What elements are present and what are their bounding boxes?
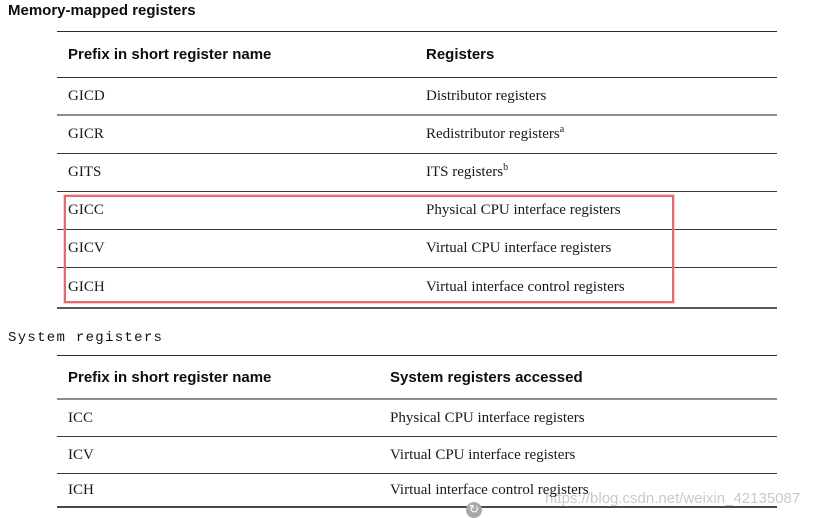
memory-mapped-table: Prefix in short register name Registers … — [57, 31, 777, 309]
table-row-gicc: GICC Physical CPU interface registers — [57, 192, 777, 230]
prefix-cell: GICD — [68, 87, 105, 104]
registers-text: Redistributor registers — [426, 126, 560, 142]
registers-cell: Virtual interface control registers — [390, 481, 589, 498]
table-row-gicv: GICV Virtual CPU interface registers — [57, 230, 777, 268]
prefix-cell: GICC — [68, 202, 104, 218]
column-header-registers: Registers — [426, 46, 495, 63]
table-row-gits: GITS ITS registersb — [57, 154, 777, 192]
registers-cell: Distributor registers — [426, 88, 777, 105]
csdn-logo-icon: ↻ — [466, 502, 482, 518]
prefix-cell: ICV — [68, 446, 94, 463]
system-registers-heading: System registers — [8, 330, 164, 346]
registers-text: Physical CPU interface registers — [426, 202, 621, 218]
system-registers-table: Prefix in short register name System reg… — [57, 355, 777, 508]
registers-cell: Physical CPU interface registers — [426, 202, 777, 219]
column-header-system-registers: System registers accessed — [390, 368, 583, 386]
column-header-prefix: Prefix in short register name — [68, 368, 272, 386]
registers-text: Virtual CPU interface registers — [426, 240, 612, 256]
table-row-icv: ICV Virtual CPU interface registers — [57, 437, 777, 474]
prefix-cell: ICH — [68, 481, 94, 498]
prefix-cell: ICC — [68, 409, 94, 426]
prefix-cell: GICR — [68, 126, 104, 142]
csdn-watermark-url: https://blog.csdn.net/weixin_42135087 — [545, 490, 801, 507]
footnote-marker: b — [503, 162, 509, 173]
table-row-ich: ICH Virtual interface control registers — [57, 474, 777, 508]
table-header-row: Prefix in short register name System reg… — [57, 356, 777, 400]
memory-mapped-heading: Memory-mapped registers — [8, 2, 196, 19]
registers-text: Distributor registers — [426, 87, 547, 104]
registers-cell: Virtual CPU interface registers — [426, 240, 777, 257]
prefix-cell: GICH — [68, 279, 105, 295]
column-header-prefix: Prefix in short register name — [68, 46, 272, 63]
table-row-gicd: GICD Distributor registers — [57, 78, 777, 116]
registers-cell: Physical CPU interface registers — [390, 409, 585, 426]
table-row-gich: GICH Virtual interface control registers — [57, 268, 777, 309]
footnote-marker: a — [559, 124, 565, 135]
registers-cell: Virtual interface control registers — [426, 279, 777, 296]
table-row-icc: ICC Physical CPU interface registers — [57, 400, 777, 437]
registers-cell: Redistributor registersa — [426, 124, 777, 143]
prefix-cell: GITS — [68, 164, 102, 180]
registers-text: Virtual interface control registers — [426, 279, 625, 295]
table-row-gicr: GICR Redistributor registersa — [57, 116, 777, 154]
prefix-cell: GICV — [68, 240, 105, 256]
table-header-row: Prefix in short register name Registers — [57, 32, 777, 78]
registers-cell: Virtual CPU interface registers — [390, 446, 576, 463]
registers-cell: ITS registersb — [426, 162, 777, 181]
registers-text: ITS registers — [426, 164, 504, 180]
